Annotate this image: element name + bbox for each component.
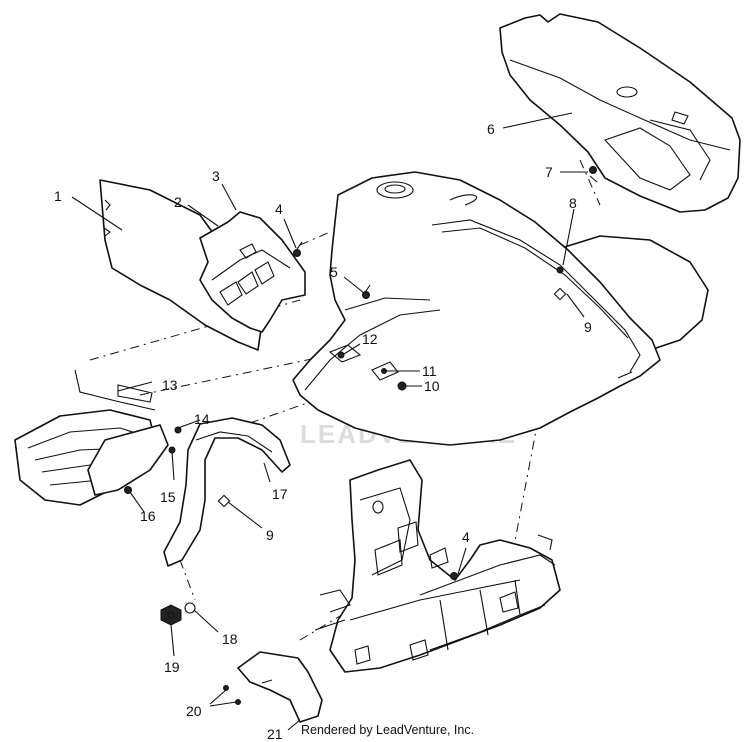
callout-6: 6 [487, 121, 495, 137]
screw-7 [589, 166, 597, 174]
screw-16 [124, 486, 132, 494]
callout-21: 21 [267, 726, 283, 742]
callout-16: 16 [140, 508, 156, 524]
callout-11: 11 [422, 363, 437, 379]
rear-rack-cover [499, 13, 741, 213]
callout-4-lower: 4 [462, 529, 470, 545]
callout-9-lower: 9 [266, 527, 274, 543]
callout-1: 1 [54, 188, 62, 204]
nut-12 [337, 351, 345, 359]
left-footrest [14, 369, 169, 506]
screw-14 [174, 426, 182, 434]
splash-guard [237, 651, 323, 723]
screw-20b [235, 699, 241, 705]
callout-8: 8 [569, 195, 577, 211]
screw-5 [362, 291, 370, 299]
footrest-panel [199, 211, 306, 333]
callout-18: 18 [222, 631, 238, 647]
callout-15: 15 [160, 489, 176, 505]
main-body-panel [292, 171, 661, 446]
callout-20: 20 [186, 703, 202, 719]
callout-4-upper: 4 [275, 201, 283, 217]
callout-14: 14 [194, 411, 210, 427]
grommet-8 [556, 266, 564, 274]
screw-4-lower [450, 572, 458, 580]
callout-19: 19 [164, 659, 180, 675]
callout-9-upper: 9 [584, 319, 592, 335]
callout-5: 5 [330, 264, 338, 280]
callout-3: 3 [212, 168, 220, 184]
washer-18 [184, 602, 196, 614]
leader-lines [71, 112, 588, 731]
callout-10: 10 [424, 378, 440, 394]
callout-13: 13 [162, 377, 178, 393]
screw-20a [223, 685, 229, 691]
callout-2: 2 [174, 194, 182, 210]
render-credit: Rendered by LeadVenture, Inc. [301, 723, 475, 737]
front-mudflap [163, 417, 291, 567]
callout-7: 7 [545, 164, 553, 180]
callout-12: 12 [362, 331, 378, 347]
clip-9-lower [217, 494, 231, 508]
screw-4-upper [293, 249, 301, 257]
clip-9-upper [553, 287, 567, 301]
callout-labels: 1 2 3 4 5 6 7 8 9 10 11 12 13 14 15 16 1… [54, 121, 592, 742]
hardware [124, 166, 598, 705]
callout-17: 17 [272, 486, 288, 502]
nut-19 [160, 604, 182, 626]
frame-chassis [314, 459, 561, 673]
